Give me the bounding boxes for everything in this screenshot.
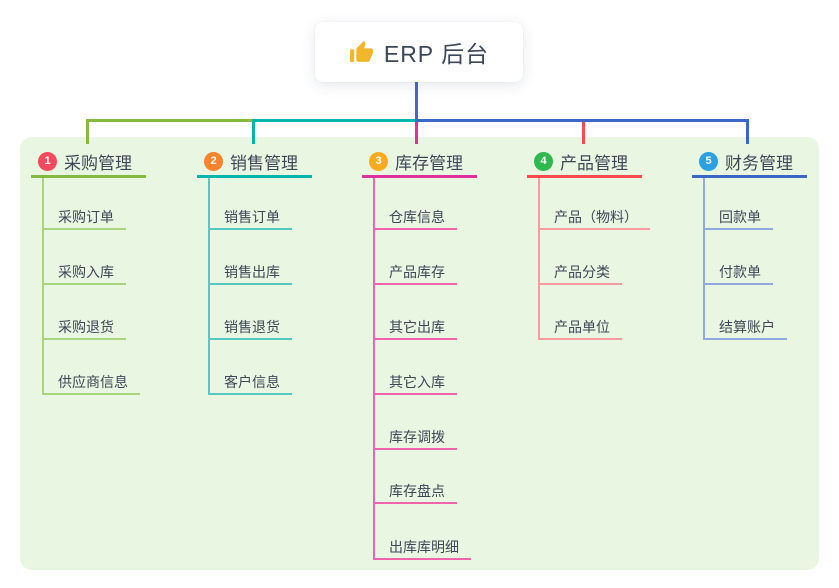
branch-children-line: [703, 178, 705, 340]
child-node[interactable]: 产品分类: [538, 261, 622, 285]
branch-number-badge: 2: [204, 152, 223, 171]
root-title: ERP 后台: [383, 41, 490, 67]
child-node[interactable]: 库存调拨: [373, 426, 457, 450]
branch-node-2[interactable]: 2 销售管理: [197, 148, 312, 178]
child-node[interactable]: 出库库明细: [373, 536, 471, 560]
branch-number-badge: 4: [534, 152, 553, 171]
child-node[interactable]: 仓库信息: [373, 206, 457, 230]
child-node[interactable]: 付款单: [703, 261, 773, 285]
connector-drop-branch-1: [86, 119, 89, 144]
branch-children-line: [42, 178, 44, 395]
connector-horizontal-1: [86, 119, 252, 122]
branch-node-5[interactable]: 5 财务管理: [692, 148, 807, 178]
child-node[interactable]: 产品（物料）: [538, 206, 650, 230]
child-node[interactable]: 销售订单: [208, 206, 292, 230]
connector-drop-branch-2: [252, 119, 255, 144]
child-node[interactable]: 销售退货: [208, 316, 292, 340]
child-node[interactable]: 供应商信息: [42, 371, 140, 395]
child-node[interactable]: 销售出库: [208, 261, 292, 285]
branch-label: 产品管理: [560, 154, 628, 173]
branch-node-1[interactable]: 1 采购管理: [31, 148, 146, 178]
branch-children-line: [373, 178, 375, 560]
branch-children-line: [538, 178, 540, 340]
branch-number-badge: 5: [699, 152, 718, 171]
connector-drop-branch-5: [746, 119, 749, 144]
child-node[interactable]: 结算账户: [703, 316, 787, 340]
thumbs-up-icon: [349, 40, 373, 62]
root-node[interactable]: ERP 后台: [315, 22, 523, 82]
child-node[interactable]: 回款单: [703, 206, 773, 230]
child-node[interactable]: 产品单位: [538, 316, 622, 340]
branch-children-line: [208, 178, 210, 395]
branch-number-badge: 3: [369, 152, 388, 171]
connector-drop-branch-3: [415, 119, 418, 144]
branch-label: 销售管理: [230, 154, 298, 173]
connector-horizontal-2: [252, 119, 415, 122]
child-node[interactable]: 采购退货: [42, 316, 126, 340]
connector-drop-branch-4: [582, 119, 585, 144]
connector-horizontal-3: [415, 119, 749, 122]
branches-panel: [20, 137, 819, 570]
connector-root-stem: [415, 82, 418, 119]
child-node[interactable]: 产品库存: [373, 261, 457, 285]
branch-label: 采购管理: [64, 154, 132, 173]
branch-node-4[interactable]: 4 产品管理: [527, 148, 642, 178]
child-node[interactable]: 其它出库: [373, 316, 457, 340]
child-node[interactable]: 其它入库: [373, 371, 457, 395]
child-node[interactable]: 采购订单: [42, 206, 126, 230]
branch-label: 库存管理: [395, 154, 463, 173]
branch-number-badge: 1: [38, 152, 57, 171]
child-node[interactable]: 采购入库: [42, 261, 126, 285]
child-node[interactable]: 库存盘点: [373, 480, 457, 504]
branch-label: 财务管理: [725, 154, 793, 173]
child-node[interactable]: 客户信息: [208, 371, 292, 395]
branch-node-3[interactable]: 3 库存管理: [362, 148, 477, 178]
